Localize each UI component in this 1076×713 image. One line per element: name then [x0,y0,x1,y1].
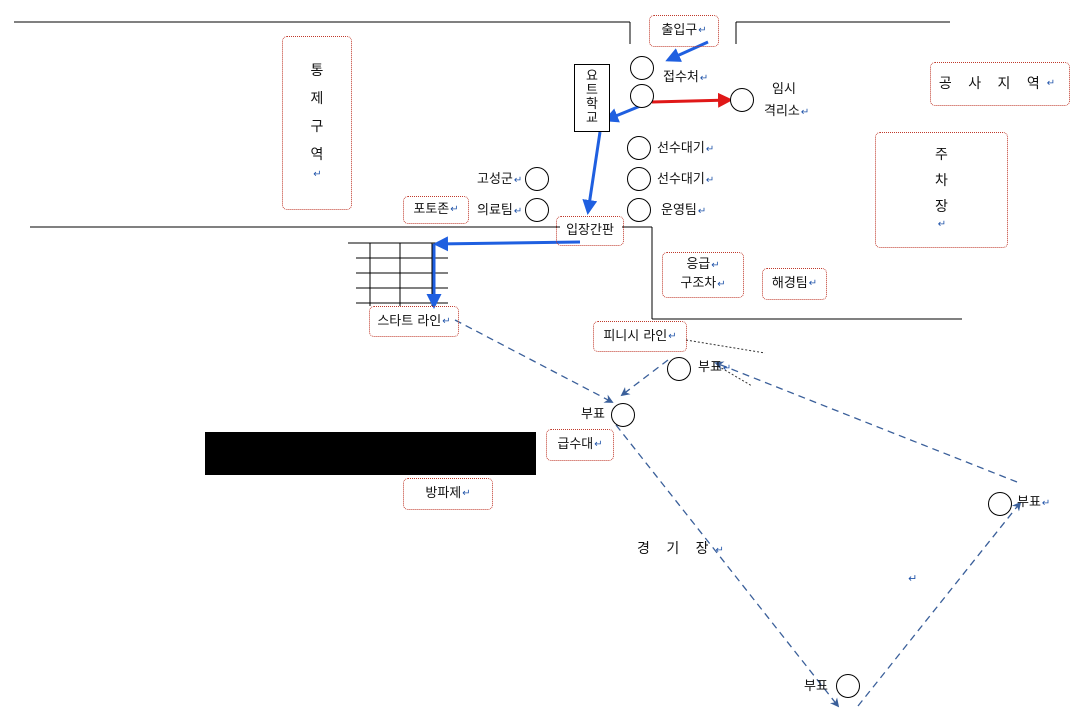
medical-label: 의료팀↵ [477,203,523,218]
water-supply-label: 급수대 [557,437,594,452]
gosung-label: 고성군↵ [477,172,523,187]
gosung-circle [525,167,549,191]
entry-board-box: 입장간판 [556,216,624,246]
paragraph-mark: ↵ [908,572,918,585]
water-supply-box: 급수대↵ [546,429,614,461]
entrance-box: 출입구↵ [649,15,719,47]
controlled-zone-char-1: 통 [310,63,324,79]
controlled-zone-char-2: 제 [310,91,324,107]
isolation-label-1: 임시 [772,82,796,97]
entry-board-label: 입장간판 [566,223,614,238]
yacht-school-char-4: 교 [586,111,598,126]
buoy-left-label: 부표 [581,407,605,422]
breakwater-block [205,432,536,475]
parking-box: 주 차 장 ↵ [875,132,1008,248]
race-course [454,319,1022,708]
breakwater-label: 방파제 [425,486,462,501]
shoreline [30,226,962,320]
rescue-label-1: 응급 [686,257,711,272]
buoy-right-label: 부표↵ [1017,495,1051,510]
waiting-circle-2 [627,167,651,191]
waiting-circle-1 [627,136,651,160]
top-boundary [14,21,950,44]
waiting-label-1: 선수대기↵ [657,141,715,156]
buoy-right-circle [988,492,1012,516]
operations-label: 운영팀↵ [661,203,707,218]
controlled-zone-char-4: 역 [310,147,324,163]
finish-line-marks [685,339,766,387]
rescue-car-box: 응급↵ 구조차↵ [662,252,744,298]
coast-guard-label: 해경팀 [771,276,808,291]
yacht-school-char-3: 학 [586,97,598,112]
medical-circle [525,198,549,222]
buoy-top-circle [667,357,691,381]
construction-box: 공 사 지 역↵ [930,62,1070,106]
parking-char-2: 차 [935,173,948,189]
isolation-circle [730,88,754,112]
parking-char-1: 주 [935,147,948,163]
yacht-school-char-1: 요 [586,69,598,84]
parking-char-3: 장 [935,199,948,215]
start-line-label: 스타트 라인 [377,313,442,329]
isolation-arrow [651,92,733,108]
buoy-left-circle [611,403,635,427]
isolation-label-2: 격리소↵ [764,104,810,119]
operations-circle [627,198,651,222]
entrance-label: 출입구 [661,23,698,38]
buoy-bottom-circle [836,674,860,698]
breakwater-box: 방파제↵ [403,478,493,510]
rescue-label-2: 구조차 [680,276,717,291]
finish-line-label: 피니시 라인 [603,328,668,344]
entry-flow-arrows [426,40,709,309]
yacht-school-box: 요 트 학 교 [574,64,610,132]
controlled-zone-box: 통 제 구 역 ↵ [282,36,352,210]
construction-label: 공 사 지 역 [938,76,1046,92]
reception-circle-1 [630,56,654,80]
reception-circle-2 [630,84,654,108]
coast-guard-box: 해경팀↵ [762,268,827,300]
finish-line-box: 피니시 라인↵ [593,321,687,352]
race-area-label: 경 기 장↵ [637,541,730,557]
reception-label: 접수처↵ [663,70,709,85]
photo-zone-label: 포토존 [413,202,450,217]
waiting-label-2: 선수대기↵ [657,172,715,187]
yacht-school-char-2: 트 [586,83,598,98]
photo-zone-box: 포토존↵ [403,196,469,224]
buoy-bottom-label: 부표 [804,679,828,694]
controlled-zone-char-3: 구 [310,119,324,135]
buoy-top-label: 부표↵ [698,360,732,375]
start-line-box: 스타트 라인↵ [369,306,459,337]
